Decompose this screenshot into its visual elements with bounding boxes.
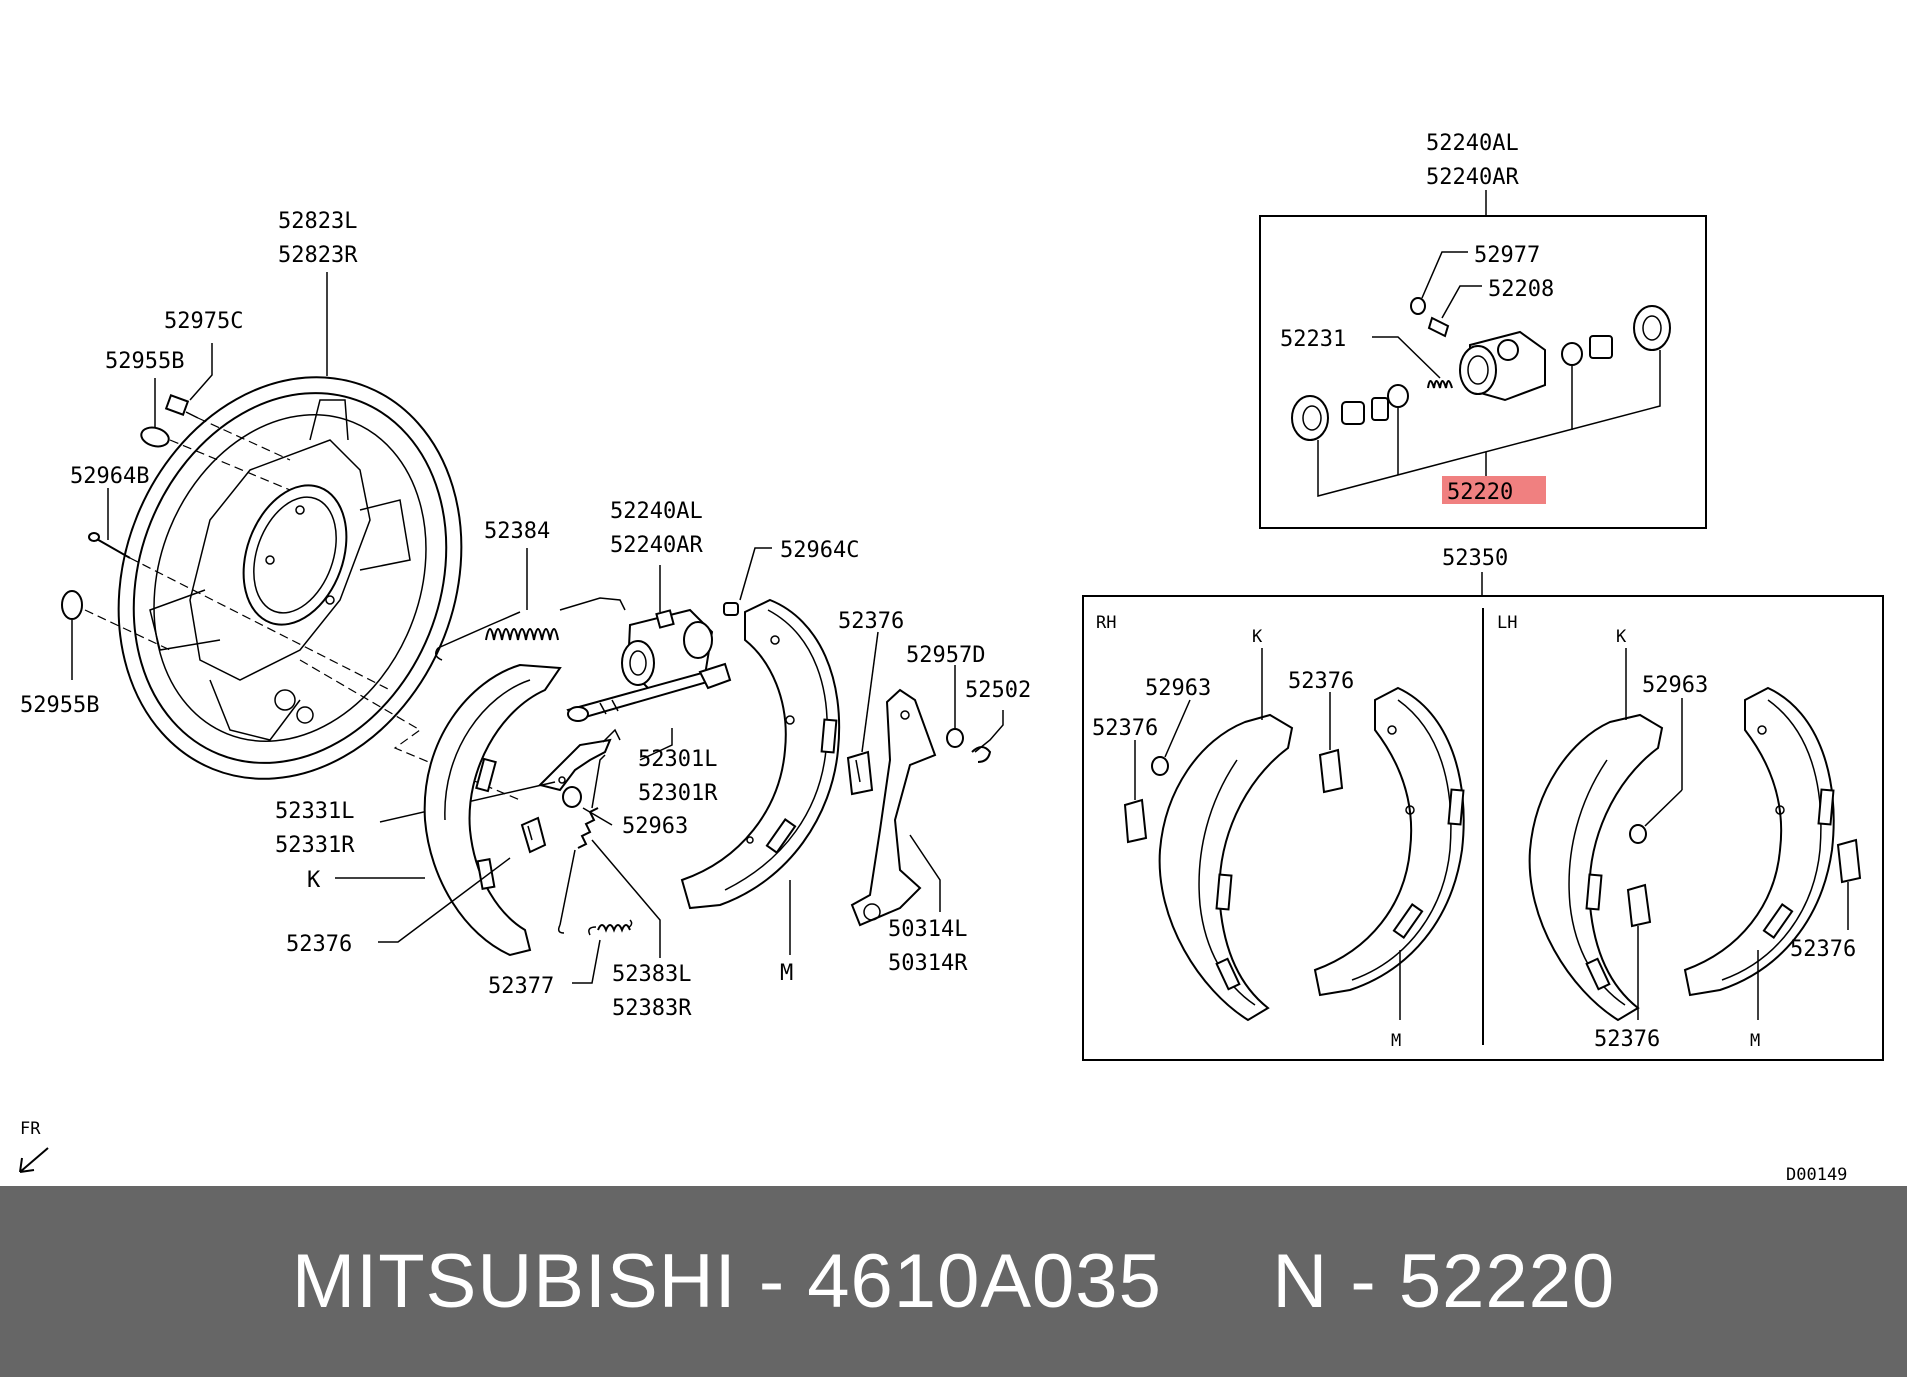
dashed-grommet xyxy=(169,439,291,491)
leader-washer-main xyxy=(582,807,613,826)
brake-shoe-m-part xyxy=(680,598,841,910)
adjuster-lever-part xyxy=(538,728,621,792)
label-return-spring-l: 52383L xyxy=(612,962,691,987)
label-return-spring-r: 52383R xyxy=(612,996,692,1021)
leader-e-ring xyxy=(974,710,1004,753)
label-lh-clip-bottom: 52376 xyxy=(1594,1027,1660,1052)
label-backing-plate-r: 52823R xyxy=(278,243,358,268)
leader-bleeder-cap xyxy=(739,547,772,601)
label-fr: FR xyxy=(20,1119,41,1139)
label-strut-r: 52301R xyxy=(638,781,718,806)
parking-lever-part xyxy=(850,688,937,927)
label-grommet-top: 52955B xyxy=(105,349,184,374)
label-cap: 52977 xyxy=(1474,243,1540,268)
label-upper-spring: 52384 xyxy=(484,519,550,544)
caption-text: MITSUBISHI - 4610A035 N - 52220 xyxy=(291,1239,1616,1324)
leader-park-lever xyxy=(909,834,941,912)
label-lever-l: 52331L xyxy=(275,799,354,824)
label-rh-washer: 52963 xyxy=(1145,676,1211,701)
label-lh-m: M xyxy=(1750,1031,1760,1051)
label-wheel-cyl-al: 52240AL xyxy=(610,499,703,524)
label-grommet-bottom: 52955B xyxy=(20,693,99,718)
shoe-set-box: 52350 RH LH K 52963 52376 52376 M xyxy=(1082,546,1884,1061)
label-rh: RH xyxy=(1096,613,1116,633)
caption-bar: MITSUBISHI - 4610A035 N - 52220 xyxy=(0,1186,1907,1377)
label-drawing-code: D00149 xyxy=(1786,1165,1847,1185)
leader-strut xyxy=(639,728,673,761)
label-shoe-m: M xyxy=(780,961,793,986)
bolt-part xyxy=(164,394,199,419)
dashed-guide xyxy=(299,659,521,801)
label-wheel-cyl-ar: 52240AR xyxy=(610,533,703,558)
label-lh-washer: 52963 xyxy=(1642,673,1708,698)
label-bleeder: 52208 xyxy=(1488,277,1554,302)
leader-bolt xyxy=(189,343,213,401)
bleeder-part xyxy=(1427,316,1450,338)
clip-main-mid-part xyxy=(846,750,874,796)
backing-plate xyxy=(117,376,463,780)
label-lh-k: K xyxy=(1616,627,1627,647)
shoe-box-title: 52350 xyxy=(1442,546,1508,571)
leader-clip-main-mid xyxy=(861,631,879,753)
dashed-pin xyxy=(129,557,391,691)
bleeder-cap-part xyxy=(723,602,739,616)
boot-right-part xyxy=(1633,305,1671,351)
brake-shoe-k-part xyxy=(423,663,562,957)
label-strut-l: 52301L xyxy=(638,747,717,772)
strut-part xyxy=(566,662,732,722)
label-rh-clip-top: 52376 xyxy=(1288,669,1354,694)
washer-main-part xyxy=(562,786,582,808)
label-retainer: 52957D xyxy=(906,643,985,668)
label-bleeder-cap: 52964C xyxy=(780,538,859,563)
label-small-spring: 52377 xyxy=(488,974,554,999)
label-backing-plate-l: 52823L xyxy=(278,209,357,234)
cyl-box-title-al: 52240AL xyxy=(1426,131,1519,156)
cyl-box-title-ar: 52240AR xyxy=(1426,165,1519,190)
label-lh: LH xyxy=(1497,613,1517,633)
front-arrow: FR xyxy=(19,1119,49,1173)
leader-clip-main-left xyxy=(378,857,511,943)
return-spring-part xyxy=(557,754,606,934)
leader-return-spring xyxy=(591,839,661,958)
retainer-part xyxy=(946,728,964,748)
small-spring-part xyxy=(588,919,633,936)
label-clip-main-left: 52376 xyxy=(286,932,352,957)
pin-part xyxy=(88,532,131,559)
upper-spring-part xyxy=(435,597,626,661)
grommet-bottom-part xyxy=(61,590,83,620)
dashed-grommet-bottom xyxy=(84,609,171,651)
label-lh-clip-right: 52376 xyxy=(1790,937,1856,962)
grommet-top-part xyxy=(140,426,170,448)
label-pin: 52964B xyxy=(70,464,149,489)
label-rh-clip-left: 52376 xyxy=(1092,716,1158,741)
label-kit: 52220 xyxy=(1447,480,1513,505)
cylinder-kit-box: 52240AL 52240AR 52977 52208 52231 xyxy=(1259,131,1707,529)
label-bolt: 52975C xyxy=(164,309,243,334)
label-e-ring: 52502 xyxy=(965,678,1031,703)
brake-parts-diagram: 52823L 52823R 52975C 52955B 52964B 52955… xyxy=(19,131,1884,1185)
label-washer-main: 52963 xyxy=(622,814,688,839)
wheel-cylinder-part xyxy=(621,608,714,692)
label-shoe-k: K xyxy=(307,868,321,893)
kit-highlight xyxy=(1442,476,1546,504)
label-kit-spring: 52231 xyxy=(1280,327,1346,352)
label-park-lever-l: 50314L xyxy=(888,917,967,942)
label-rh-k: K xyxy=(1252,627,1263,647)
label-clip-main-mid: 52376 xyxy=(838,609,904,634)
leader-small-spring xyxy=(572,939,601,984)
clip-main-left-part xyxy=(520,816,547,854)
e-ring-part xyxy=(971,746,992,763)
label-rh-m: M xyxy=(1391,1031,1401,1051)
boot-left-part xyxy=(1291,395,1329,441)
cap-part xyxy=(1410,297,1426,315)
label-lever-r: 52331R xyxy=(275,833,355,858)
dashed-bolt xyxy=(197,417,291,461)
label-park-lever-r: 50314R xyxy=(888,951,968,976)
